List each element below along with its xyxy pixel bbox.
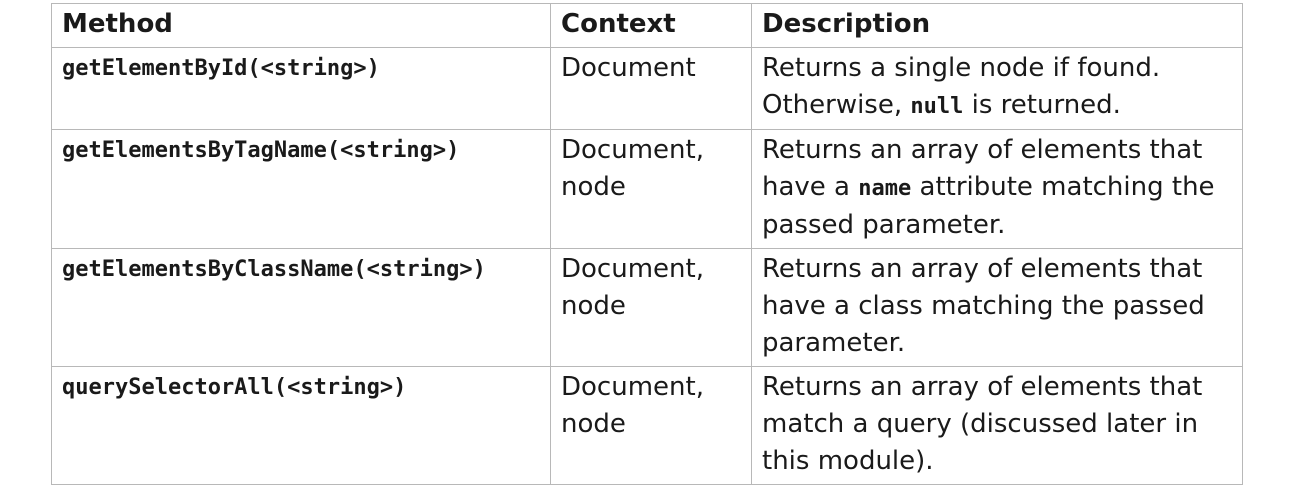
method-cell: getElementsByTagName(<string>) (51, 129, 551, 249)
description-text: Returns an array of elements that have a… (762, 254, 1205, 358)
description-text: Returns an array of elements that have a (762, 135, 1203, 202)
header-method: Method (51, 3, 551, 48)
table-row: querySelectorAll(<string>) Document, nod… (51, 366, 1243, 485)
method-cell: getElementsByClassName(<string>) (51, 248, 551, 367)
description-text: Returns an array of elements that match … (762, 372, 1203, 476)
table-row: getElementsByClassName(<string>) Documen… (51, 248, 1243, 367)
description-cell: Returns an array of elements that have a… (751, 129, 1243, 249)
methods-table: Method Context Description getElementByI… (51, 3, 1243, 485)
table-row: getElementById(<string>) Document Return… (51, 47, 1243, 130)
table-row: getElementsByTagName(<string>) Document,… (51, 129, 1243, 249)
header-row: Method Context Description (51, 3, 1243, 48)
header-context: Context (550, 3, 752, 48)
description-cell: Returns an array of elements that have a… (751, 248, 1243, 367)
description-text: is returned. (963, 90, 1121, 120)
header-description: Description (751, 3, 1243, 48)
description-text: attribute matching the passed parameter. (762, 172, 1215, 240)
inline-code: name (858, 176, 912, 201)
description-cell: Returns an array of elements that match … (751, 366, 1243, 485)
context-cell: Document (550, 47, 752, 130)
method-cell: getElementById(<string>) (51, 47, 551, 130)
context-cell: Document, node (550, 366, 752, 485)
method-cell: querySelectorAll(<string>) (51, 366, 551, 485)
context-cell: Document, node (550, 248, 752, 367)
description-text: Returns a single node if found. Otherwis… (762, 53, 1161, 120)
description-cell: Returns a single node if found. Otherwis… (751, 47, 1243, 130)
inline-code: null (910, 94, 964, 119)
context-cell: Document, node (550, 129, 752, 249)
